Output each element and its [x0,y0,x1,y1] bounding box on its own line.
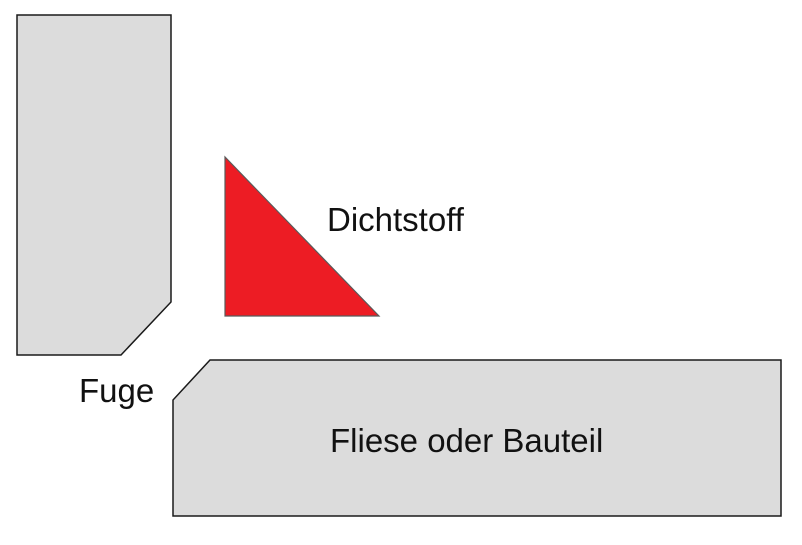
sealant-label: Dichtstoff [327,201,464,238]
joint-label: Fuge [79,372,155,409]
tile-label: Fliese oder Bauteil [330,422,604,459]
tile-component [172,359,782,517]
sealant-triangle [224,155,381,317]
vertical-component [16,14,172,356]
